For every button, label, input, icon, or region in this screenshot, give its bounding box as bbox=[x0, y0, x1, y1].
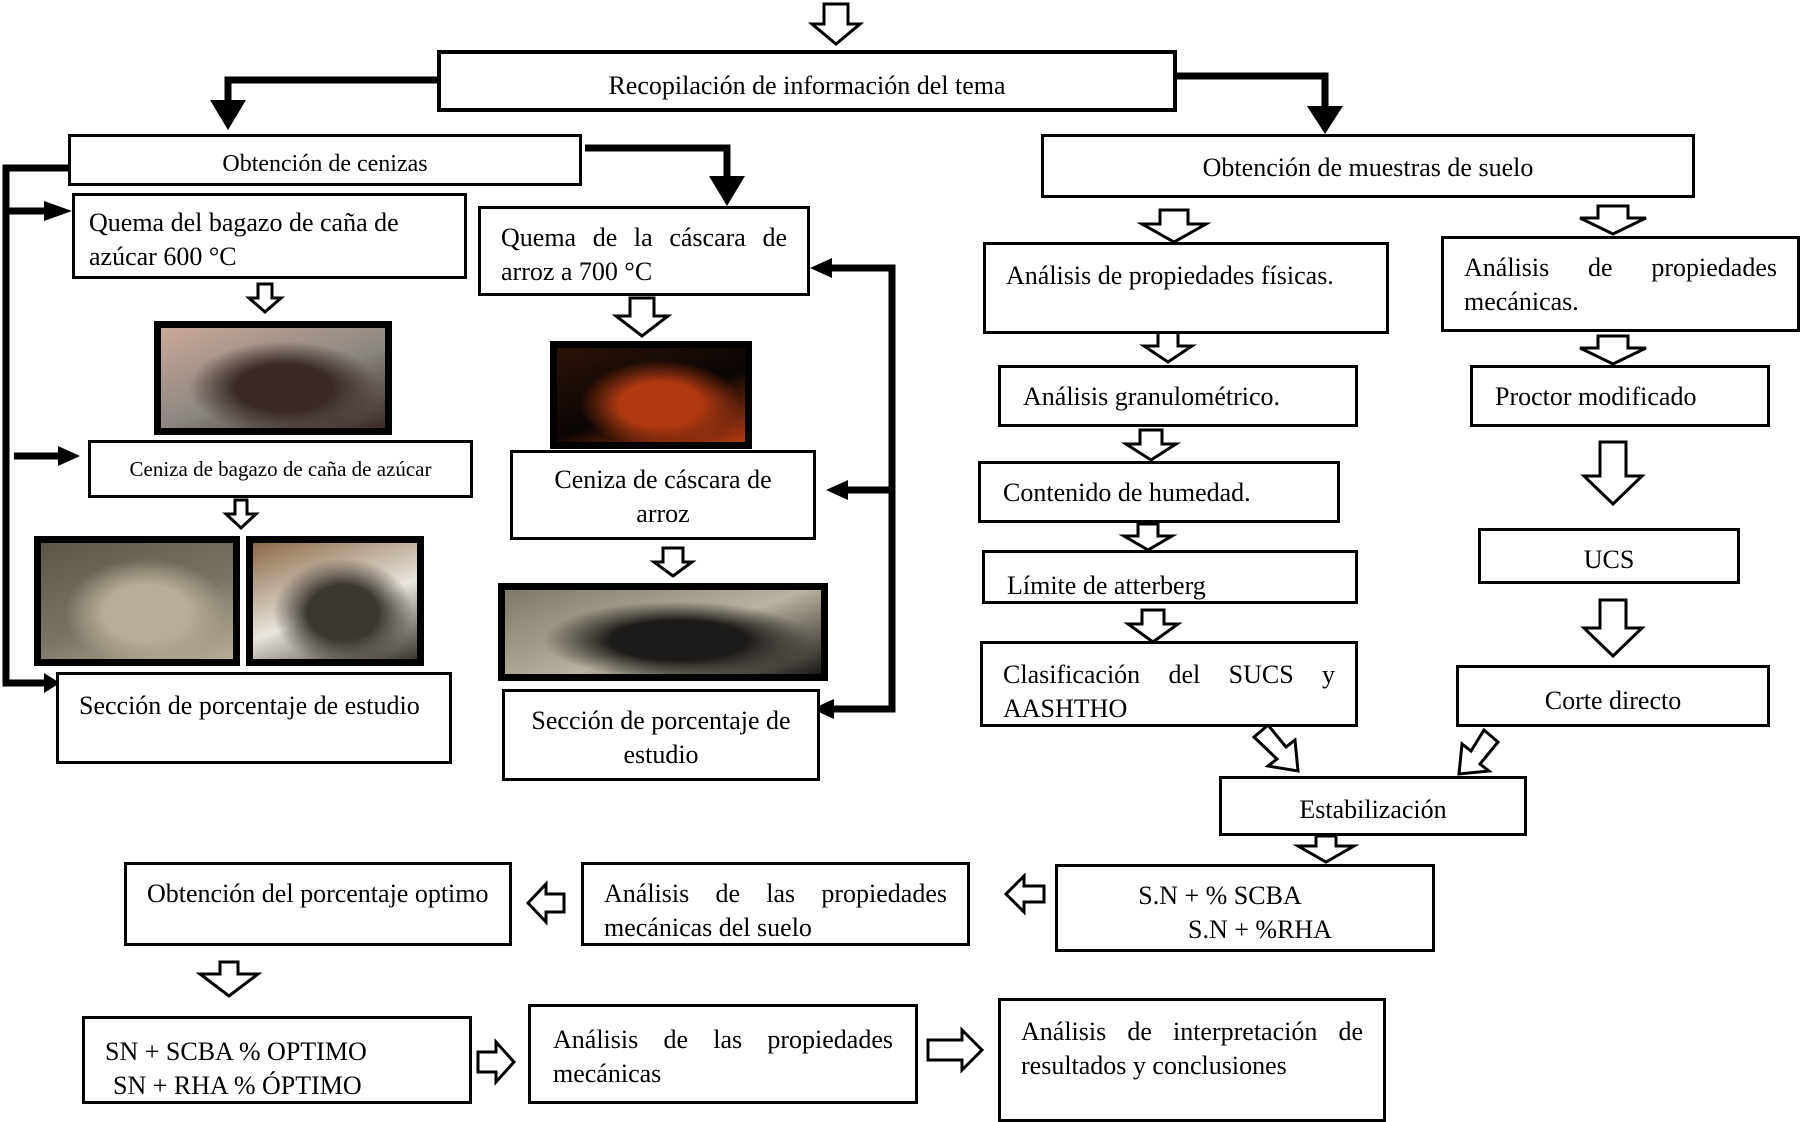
hollow-arrow-sucs-to-estab bbox=[1251, 722, 1300, 773]
hollow-arrow-quema-bagazo bbox=[245, 282, 285, 314]
label-sn-rha: S.N + %RHA bbox=[1188, 914, 1332, 944]
hollow-arrow-ceniza-bagazo bbox=[222, 498, 260, 531]
box-obtencion-cenizas: Obtención de cenizas bbox=[68, 134, 582, 186]
box-ucs: UCS bbox=[1478, 528, 1740, 584]
bagasse-ash-sieve-photo bbox=[34, 536, 240, 666]
hollow-arrow-estabilizacion bbox=[1292, 834, 1360, 864]
box-ceniza-bagazo: Ceniza de bagazo de caña de azúcar bbox=[88, 440, 473, 498]
rice-husk-ash-thumb bbox=[505, 590, 821, 674]
box-analisis-fisicas: Análisis de propiedades físicas. bbox=[983, 242, 1389, 334]
arrowhead-left-loop-top bbox=[44, 201, 72, 221]
box-humedad: Contenido de humedad. bbox=[978, 461, 1340, 523]
arrow-cenizas-to-quema-cascara bbox=[585, 144, 731, 180]
hollow-arrow-sn-to-analisis bbox=[1003, 872, 1046, 916]
box-granulometrico: Análisis granulométrico. bbox=[998, 365, 1358, 427]
arrowhead-right-loop-bottom bbox=[812, 699, 834, 719]
box-analisis-mec-final: Análisis de las propiedades mecánicas bbox=[528, 1004, 918, 1104]
arrowhead-right-loop-mid bbox=[826, 480, 848, 500]
hollow-arrow-proctor bbox=[1579, 334, 1647, 366]
hollow-arrow-corte bbox=[1580, 598, 1646, 659]
box-clasificacion: Clasificación del SUCS y AASHTHO bbox=[980, 641, 1358, 727]
hollow-arrow-atterberg bbox=[1118, 522, 1178, 552]
arrowhead-to-quema-cascara bbox=[709, 176, 745, 206]
label-sn-scba-optimo: SN + SCBA % OPTIMO bbox=[105, 1037, 367, 1066]
hollow-arrow-mecanicas bbox=[1579, 204, 1647, 236]
hollow-arrow-optimo-down bbox=[195, 960, 263, 998]
box-estabilizacion: Estabilización bbox=[1219, 776, 1527, 836]
box-quema-cascara: Quema de la cáscara de arroz a 700 °C bbox=[478, 206, 810, 296]
hollow-arrow-ceniza-cascara bbox=[649, 546, 697, 578]
box-atterberg: Límite de atterberg bbox=[982, 550, 1358, 604]
box-proctor: Proctor modificado bbox=[1470, 365, 1770, 427]
bagasse-ash-sieve-thumb bbox=[41, 543, 233, 659]
hollow-arrow-analisis-to-optimo bbox=[525, 880, 566, 926]
bagasse-ash-samples-thumb bbox=[253, 543, 417, 659]
hollow-arrow-fisicas bbox=[1136, 208, 1212, 244]
box-analisis-mecanicas: Análisis de propiedades mecánicas. bbox=[1441, 236, 1800, 332]
hollow-arrow-humedad bbox=[1120, 428, 1182, 462]
box-interpretacion: Análisis de interpretación de resultados… bbox=[998, 998, 1386, 1122]
arrowhead-right-loop-top bbox=[810, 258, 832, 278]
box-obtencion-suelo: Obtención de muestras de suelo bbox=[1041, 134, 1695, 198]
hollow-arrow-ucs bbox=[1580, 440, 1646, 507]
arrow-recopilacion-to-suelo bbox=[1177, 72, 1329, 108]
bagasse-ash-samples-photo bbox=[246, 536, 424, 666]
box-analisis-mec-suelo: Análisis de las propiedades mecánicas de… bbox=[581, 862, 970, 946]
hollow-arrow-clasificacion bbox=[1123, 608, 1183, 644]
hollow-arrow-granulometrico bbox=[1139, 330, 1197, 364]
hollow-arrow-analisis-final-right bbox=[926, 1026, 985, 1074]
label-sn-scba: S.N + % SCBA bbox=[1138, 881, 1302, 910]
arrowhead-left-loop-bottom bbox=[44, 673, 60, 693]
box-ceniza-cascara: Ceniza de cáscara de arroz bbox=[510, 450, 816, 540]
hollow-arrow-sn-optimo-right bbox=[476, 1038, 517, 1086]
hollow-arrow-top-entry bbox=[807, 2, 865, 46]
box-quema-bagazo: Quema del bagazo de caña de azúcar 600 °… bbox=[72, 193, 467, 279]
arrowhead-to-cenizas bbox=[210, 100, 246, 130]
box-seccion-bagazo: Sección de porcentaje de estudio bbox=[56, 672, 452, 764]
arrowhead-into-ceniza-bagazo bbox=[58, 446, 80, 466]
left-loop-line bbox=[2, 164, 70, 687]
arrowhead-to-suelo bbox=[1307, 106, 1343, 134]
box-corte-directo: Corte directo bbox=[1456, 665, 1770, 727]
hollow-arrow-quema-cascara bbox=[611, 296, 673, 338]
bagasse-burning-photo bbox=[154, 321, 392, 435]
rice-husk-burning-photo bbox=[550, 341, 752, 449]
box-porcentaje-optimo: Obtención del porcentaje optimo bbox=[124, 862, 512, 946]
arrow-recopilacion-to-cenizas bbox=[224, 76, 437, 102]
rice-husk-burning-thumb bbox=[557, 348, 745, 442]
box-recopilacion: Recopilación de información del tema bbox=[437, 50, 1177, 112]
box-seccion-cascara: Sección de porcentaje de estudio bbox=[502, 689, 820, 781]
hollow-arrow-corte-to-estab bbox=[1457, 727, 1501, 776]
box-sn-mezclas: S.N + % SCBA S.N + %RHA bbox=[1055, 864, 1435, 952]
rice-husk-ash-photo bbox=[498, 583, 828, 681]
box-sn-optimo: SN + SCBA % OPTIMO SN + RHA % ÓPTIMO bbox=[82, 1016, 472, 1104]
label-sn-rha-optimo: SN + RHA % ÓPTIMO bbox=[113, 1070, 362, 1100]
bagasse-burning-thumb bbox=[161, 328, 385, 428]
